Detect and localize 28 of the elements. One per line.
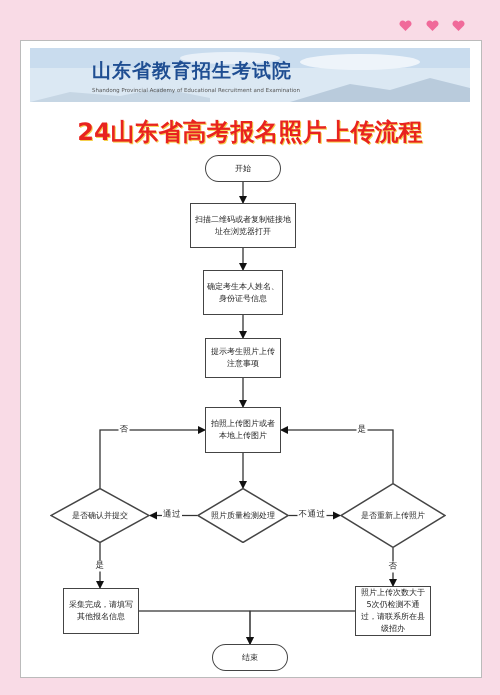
- process-box: 采集完成，请填写其他报名信息: [63, 588, 139, 634]
- arrow: [246, 610, 355, 645]
- edge-label: 是: [94, 560, 106, 572]
- institution-name: 山东省教育招生考试院: [92, 59, 292, 84]
- arrow: [239, 453, 247, 489]
- title: 24山东省高考报名照片上传流程: [76, 117, 424, 148]
- process-box: 扫描二维码或者复制链接地址在浏览器打开: [190, 203, 296, 248]
- edge-label: 不通过: [298, 510, 326, 520]
- arrow: [239, 182, 247, 204]
- process-box: 照片上传次数大于5次仍检测不通过，请联系所在县级招办: [355, 586, 431, 636]
- decision-diamond: 照片质量检测处理: [197, 488, 289, 543]
- terminator-shape: 结束: [212, 644, 288, 671]
- process-box: 提示考生照片上传注意事项: [205, 338, 281, 378]
- process-box: 确定考生本人姓名、身份证号信息: [203, 270, 283, 315]
- edge-label: 通过: [162, 510, 182, 520]
- arrow: [239, 378, 247, 408]
- arrow: [280, 426, 394, 483]
- decision-diamond: 是否重新上传照片: [340, 483, 446, 548]
- process-box: 拍照上传图片或者本地上传图片: [205, 407, 281, 453]
- arrow: [239, 315, 247, 339]
- arrow: [239, 248, 247, 271]
- arrow: [96, 543, 104, 589]
- edge-label: 是: [356, 424, 368, 436]
- decision-diamond: 是否确认并提交: [50, 488, 150, 543]
- edge-label: 否: [388, 562, 398, 572]
- edge-label: 否: [118, 424, 130, 436]
- terminator-shape: 开始: [205, 155, 281, 182]
- arrow: [99, 426, 206, 488]
